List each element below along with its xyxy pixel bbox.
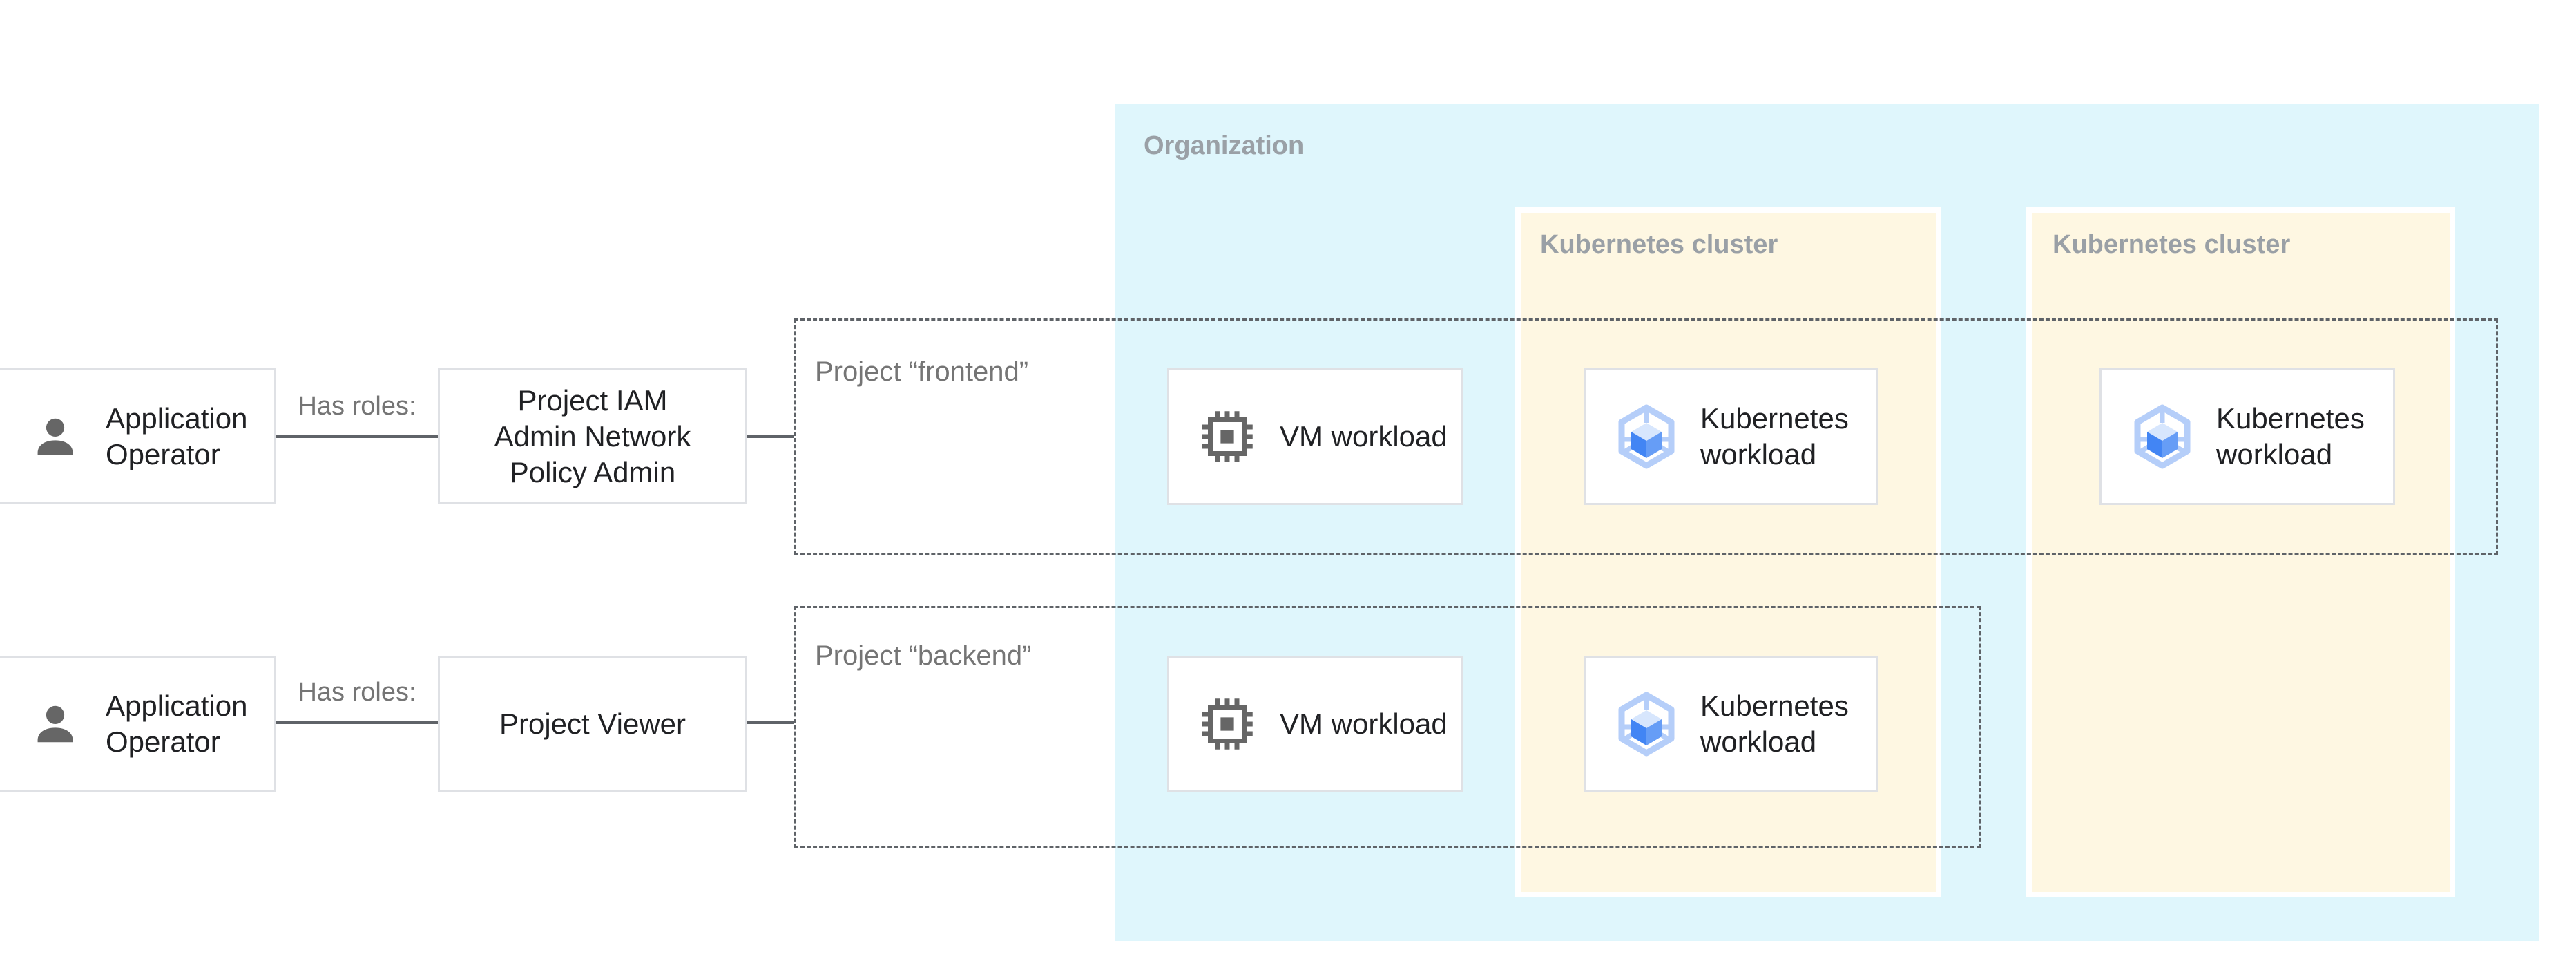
vm-chip-icon <box>1202 411 1253 462</box>
project-frontend-label: Project “frontend” <box>815 356 1029 387</box>
project-backend-boundary <box>794 606 1981 848</box>
project-backend-label: Project “backend” <box>815 640 1032 671</box>
project-frontend-boundary <box>794 318 2498 555</box>
vm-workload-label: VM workload <box>1280 707 1448 740</box>
application-operator-label-2: Application Operator <box>106 689 248 758</box>
vm-chip-icon <box>1202 698 1253 750</box>
role-node-project-viewer: Project Viewer <box>438 656 747 792</box>
kubernetes-cluster-2-container <box>2026 207 2455 897</box>
person-icon <box>37 418 73 455</box>
has-roles-label-1: Has roles: <box>298 392 416 421</box>
kubernetes-cluster-2-label: Kubernetes cluster <box>2053 230 2291 259</box>
edge-operator1-to-role1 <box>276 435 438 438</box>
person-icon <box>37 705 73 742</box>
kubernetes-workload-label: Kubernetes workload <box>2216 402 2365 470</box>
vm-workload-label: VM workload <box>1280 420 1448 453</box>
vm-workload-node-frontend: VM workload <box>1167 368 1463 505</box>
has-roles-label-2: Has roles: <box>298 678 416 707</box>
gke-icon <box>1618 692 1675 757</box>
kubernetes-workload-node-backend-cluster1: Kubernetes workload <box>1584 656 1878 792</box>
kubernetes-workload-node-frontend-cluster1: Kubernetes workload <box>1584 368 1878 505</box>
application-operator-label-1: Application Operator <box>106 401 248 470</box>
gke-icon <box>1618 404 1675 469</box>
kubernetes-workload-node-frontend-cluster2: Kubernetes workload <box>2099 368 2395 505</box>
vm-workload-node-backend: VM workload <box>1167 656 1463 792</box>
role-label-2: Project Viewer <box>499 707 686 740</box>
role-node-project-iam-admin: Project IAM Admin Network Policy Admin <box>438 368 747 504</box>
kubernetes-workload-label: Kubernetes workload <box>1700 402 1849 470</box>
gke-icon <box>2134 404 2191 469</box>
role-label-1: Project IAM Admin Network Policy Admin <box>494 383 691 488</box>
application-operator-node-2: Application Operator <box>0 656 276 792</box>
kubernetes-workload-label: Kubernetes workload <box>1700 690 1849 758</box>
kubernetes-cluster-1-label: Kubernetes cluster <box>1540 230 1778 259</box>
edge-role1-to-frontend <box>747 435 794 438</box>
application-operator-node-1: Application Operator <box>0 368 276 504</box>
organization-label: Organization <box>1144 131 1305 160</box>
edge-operator2-to-role2 <box>276 721 438 724</box>
edge-role2-to-backend <box>747 721 794 724</box>
